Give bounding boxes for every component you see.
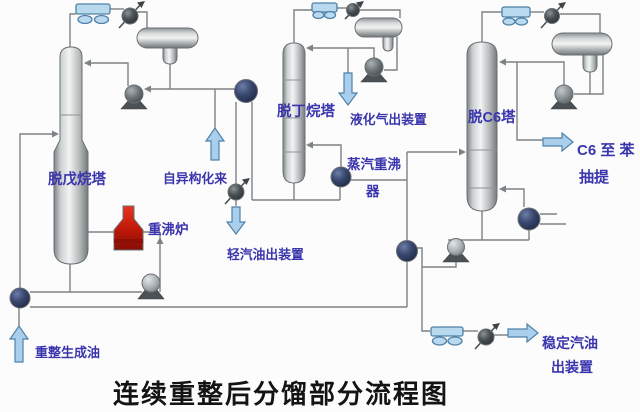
stable-gasoline-label-line2: 出装置 — [551, 359, 593, 375]
control-valve-5 — [224, 178, 250, 205]
de-c6-column — [466, 41, 498, 212]
stream-arrow-from-isomerization — [204, 126, 226, 161]
lpg-out-label: 液化气出装置 — [350, 112, 427, 127]
control-valve-4 — [474, 323, 500, 350]
debutanizer-column — [282, 42, 306, 184]
process-piping — [18, 7, 604, 336]
pump-2 — [137, 273, 165, 300]
debutanizer-label: 脱丁烷塔 — [277, 102, 335, 120]
diagram-title: 连续重整后分馏部分流程图 — [113, 379, 449, 409]
steam-reboiler-exchanger — [330, 166, 352, 188]
pump-5 — [442, 238, 470, 263]
de-c6-column-label: 脱C6塔 — [468, 108, 516, 126]
c6-to-benzene-label-line1: C6 至 苯 — [577, 141, 636, 159]
control-valve-1 — [118, 1, 145, 29]
reflux-drum-1 — [136, 27, 199, 65]
stable-gasoline-label-line1: 稳定汽油 — [542, 335, 598, 351]
bottoms-heat-exchanger — [234, 79, 258, 103]
de-c6-tray-lines — [467, 149, 497, 189]
de-c6-reboiler-exchanger — [517, 207, 541, 231]
flow-arrowheads — [52, 44, 506, 244]
reboiler-furnace-label: 重沸炉 — [148, 221, 189, 237]
from-isomerization-label: 自异构化来 — [163, 171, 227, 186]
stream-arrow-reformate-feed — [8, 324, 30, 363]
depentanizer-label: 脱戊烷塔 — [48, 170, 106, 188]
depentanizer-column — [53, 46, 89, 265]
light-gasoline-out-label: 轻汽油出装置 — [227, 247, 304, 262]
debutanizer-tray-lines — [283, 79, 305, 153]
steam-reboiler-label-line1: 蒸汽重沸 — [347, 156, 401, 172]
pump-3 — [360, 57, 388, 83]
stream-arrow-stable-gasoline-out — [507, 322, 539, 344]
air-cooler-3 — [501, 6, 531, 26]
steam-reboiler-label-line2: 器 — [365, 184, 380, 199]
stream-arrow-lpg-out — [337, 72, 359, 106]
pump-4 — [550, 84, 578, 110]
reboiler-furnace — [113, 205, 144, 251]
control-valve-3 — [540, 2, 566, 29]
c6-to-benzene-label-line2: 抽提 — [579, 168, 610, 186]
air-cooler-2 — [311, 2, 338, 20]
reflux-drum-2 — [354, 17, 403, 52]
interchanger-exchanger — [396, 240, 418, 262]
reformate-feed-label: 重整生成油 — [35, 345, 100, 360]
control-valve-2 — [344, 1, 364, 20]
pump-1 — [120, 84, 148, 110]
reflux-drum-3 — [551, 32, 613, 73]
stream-arrow-c6-out — [542, 131, 574, 153]
air-cooler-4 — [430, 326, 464, 346]
stream-arrow-light-gasoline-out — [225, 206, 247, 235]
air-cooler-1 — [75, 3, 111, 25]
feed-heat-exchanger — [9, 287, 31, 309]
